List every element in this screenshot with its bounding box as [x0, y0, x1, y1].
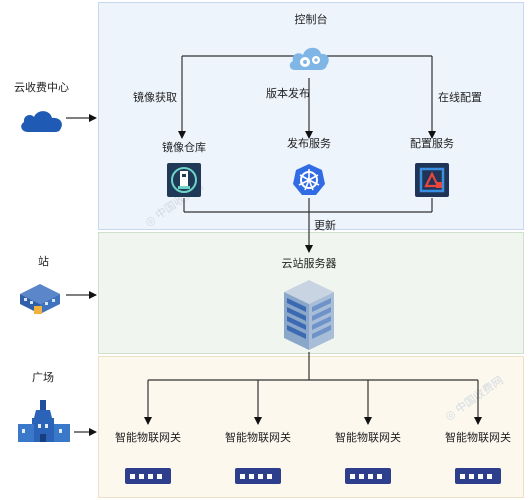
console-label: 控制台 [294, 14, 328, 26]
cloud-icon [21, 111, 62, 132]
edge-image-fetch-label: 镜像获取 [133, 92, 177, 104]
cloud-center-label: 云收费中心 [14, 82, 69, 94]
console-gears-icon[interactable] [287, 34, 331, 78]
gateway-device-icon[interactable] [454, 466, 502, 486]
station-building-icon [20, 284, 60, 314]
config-service-icon[interactable] [414, 162, 450, 198]
gateway-device-icon[interactable] [124, 466, 172, 486]
gateway-label: 智能物联网关 [445, 432, 511, 444]
release-service-label: 发布服务 [287, 138, 331, 150]
gateway-label: 智能物联网关 [115, 432, 181, 444]
server-label: 云站服务器 [281, 258, 337, 270]
gateway-device-icon[interactable] [344, 466, 392, 486]
gateway-device-icon[interactable] [234, 466, 282, 486]
station-label: 站 [38, 256, 49, 268]
update-label: 更新 [314, 220, 336, 232]
edge-version-release-label: 版本发布 [266, 88, 310, 100]
config-service-label: 配置服务 [410, 138, 454, 150]
image-repo-label: 镜像仓库 [162, 142, 206, 154]
plaza-label: 广场 [32, 372, 54, 384]
plaza-building-icon [18, 400, 70, 442]
kubernetes-icon[interactable] [291, 162, 327, 198]
edge-online-config-label: 在线配置 [438, 92, 482, 104]
gateway-label: 智能物联网关 [225, 432, 291, 444]
image-repo-icon[interactable] [166, 162, 202, 198]
gateway-label: 智能物联网关 [335, 432, 401, 444]
server-rack-icon[interactable] [278, 278, 340, 352]
